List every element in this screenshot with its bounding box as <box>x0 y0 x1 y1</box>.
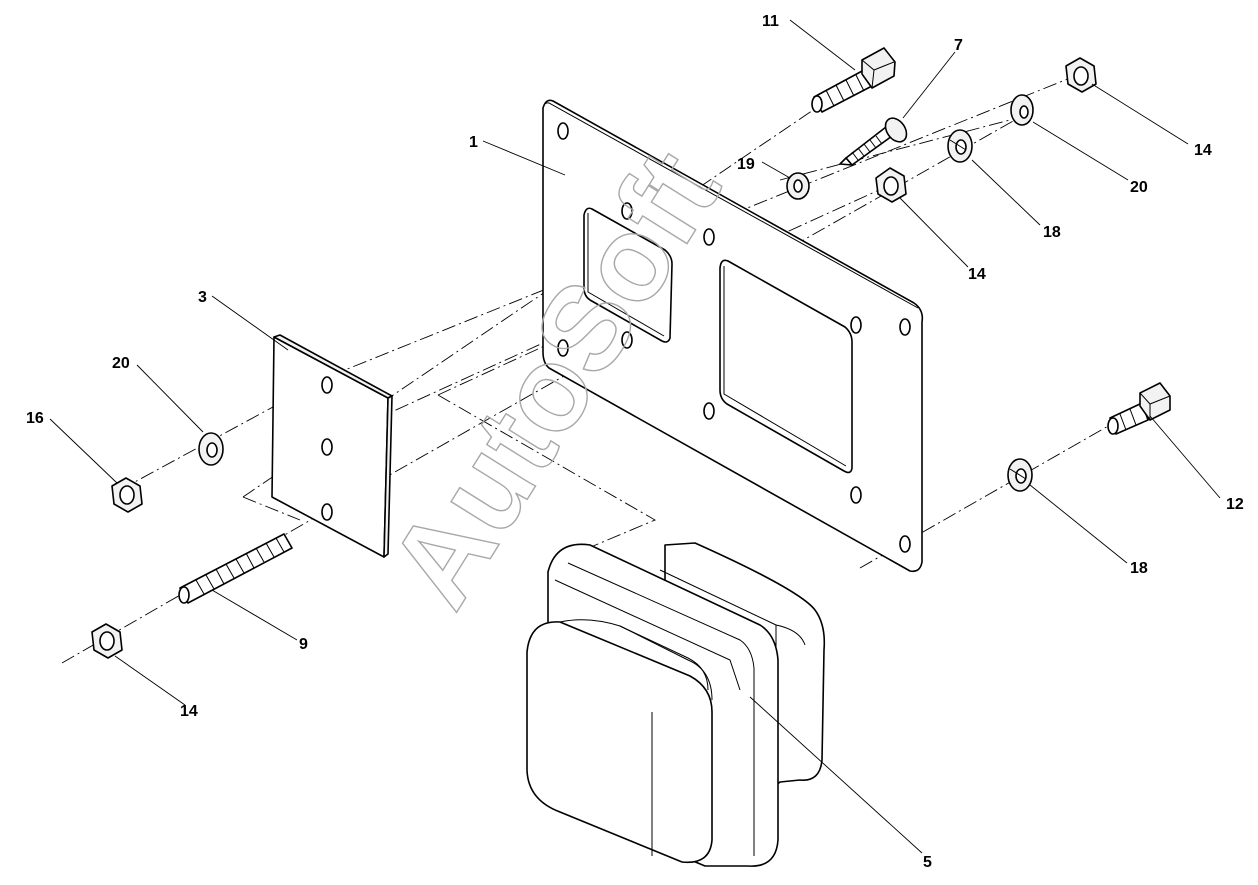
screw-part-7 <box>839 117 908 166</box>
label-16: 16 <box>26 410 44 427</box>
washer-part-19 <box>786 172 810 200</box>
label-14-bottom-left: 14 <box>180 703 198 720</box>
label-20-top: 20 <box>1130 179 1148 196</box>
leader-lines <box>49 19 1221 854</box>
label-14-top-right: 14 <box>1194 142 1212 159</box>
nut-part-14-middle <box>875 167 907 203</box>
nut-part-16 <box>111 477 143 513</box>
label-18-right: 18 <box>1130 560 1148 577</box>
label-5: 5 <box>923 854 932 871</box>
washer-part-18-right <box>1007 458 1033 492</box>
label-7: 7 <box>954 37 963 54</box>
stud-part-9 <box>178 533 293 604</box>
washer-part-18-top <box>947 129 973 163</box>
washer-part-20-left <box>198 432 224 466</box>
label-20-left: 20 <box>112 355 130 372</box>
bolt-part-12 <box>1107 382 1171 435</box>
label-19: 19 <box>737 156 755 173</box>
main-plate-part-1 <box>542 99 924 573</box>
small-plate-part-3 <box>271 334 393 558</box>
nut-part-14-bottom-left <box>91 623 123 659</box>
callout-labels: 11 7 1 19 14 20 18 14 3 20 16 12 18 9 14… <box>26 13 1244 871</box>
washer-part-20-top <box>1010 94 1034 126</box>
label-3: 3 <box>198 289 207 306</box>
label-11: 11 <box>762 13 779 30</box>
bolt-part-11 <box>811 47 896 113</box>
label-1: 1 <box>469 134 478 151</box>
nut-part-14-top-right <box>1065 57 1097 93</box>
label-12: 12 <box>1226 496 1244 513</box>
label-18-top: 18 <box>1043 224 1061 241</box>
label-9: 9 <box>299 636 308 653</box>
label-14-middle: 14 <box>968 266 986 283</box>
block-part-5 <box>526 542 826 867</box>
